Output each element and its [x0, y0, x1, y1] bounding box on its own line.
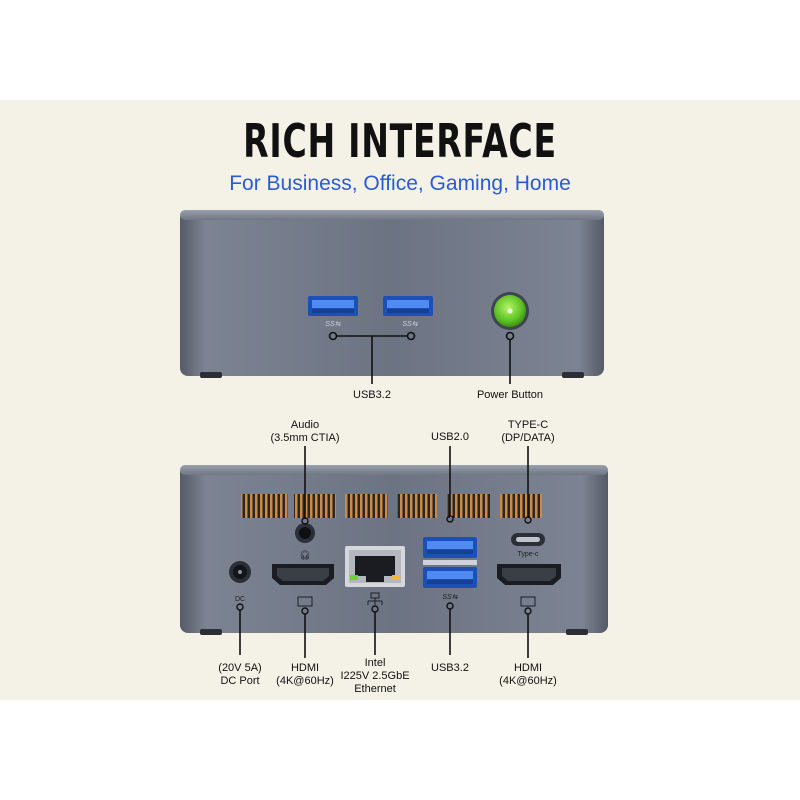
audio-jack-icon[interactable]: [295, 523, 315, 543]
front-view: [180, 210, 604, 384]
hdmi-symbol-icon: [520, 596, 536, 607]
audio-marker-dot: [301, 517, 309, 525]
power-marker-dot: [505, 331, 515, 341]
back-top-edge: [180, 465, 608, 475]
back-view: 🎧︎: [180, 446, 608, 658]
ss-usb-symbol: SS⇆: [402, 321, 418, 328]
hdmi-symbol-icon: [297, 596, 313, 607]
usb32-front-label: USB3.2: [353, 389, 391, 401]
ethernet-port[interactable]: [345, 546, 405, 587]
dc-port-label: (20V 5A)DC Port: [218, 662, 262, 687]
front-chassis: [180, 210, 604, 376]
power-button-icon[interactable]: [491, 292, 529, 330]
typec-label: TYPE-C(DP/DATA): [501, 419, 555, 444]
usb-c-port[interactable]: [511, 533, 545, 546]
front-foot-left: [200, 372, 222, 378]
vent-grille: [447, 494, 490, 518]
dc-symbol: DC: [234, 596, 246, 603]
usb32-port-back[interactable]: [423, 567, 477, 588]
usb32-back-label: USB3.2: [431, 662, 469, 674]
vent-grille: [294, 494, 336, 518]
front-top-edge: [180, 210, 604, 220]
ss-usb-symbol: SS⇆: [442, 594, 458, 601]
hdmi-port-1[interactable]: [272, 564, 334, 585]
hdmi-port-2[interactable]: [497, 564, 561, 585]
usb2-marker-dot: [446, 515, 454, 523]
front-usb-port-2[interactable]: [383, 296, 433, 316]
vent-grille: [500, 494, 542, 518]
page-subtitle: For Business, Office, Gaming, Home: [229, 172, 571, 195]
ss-usb-symbol: SS⇆: [325, 321, 341, 328]
usb-marker-dot: [328, 331, 338, 341]
network-symbol-icon: [367, 592, 383, 605]
usb-marker-dot: [406, 331, 416, 341]
front-usb-port-1[interactable]: [308, 296, 358, 316]
usb-divider: [423, 560, 477, 565]
audio-label: Audio(3.5mm CTIA): [270, 419, 340, 444]
headphone-icon: 🎧︎: [299, 550, 310, 561]
usb2-label: USB2.0: [431, 431, 469, 443]
page-title: RICH INTERFACE: [243, 114, 557, 168]
back-foot-left: [200, 629, 222, 635]
typec-symbol: Type-c: [517, 551, 539, 558]
dc-port-icon[interactable]: [229, 561, 251, 583]
vent-grille: [241, 494, 288, 518]
typec-marker-dot: [524, 516, 532, 524]
hdmi1-label: HDMI(4K@60Hz): [276, 662, 334, 687]
hdmi2-label: HDMI(4K@60Hz): [499, 662, 557, 687]
back-foot-right: [566, 629, 588, 635]
power-button-label: Power Button: [476, 389, 544, 401]
vent-grille: [397, 494, 437, 518]
front-foot-right: [562, 372, 584, 378]
vent-grille: [345, 494, 388, 518]
usb2-port[interactable]: [423, 537, 477, 558]
